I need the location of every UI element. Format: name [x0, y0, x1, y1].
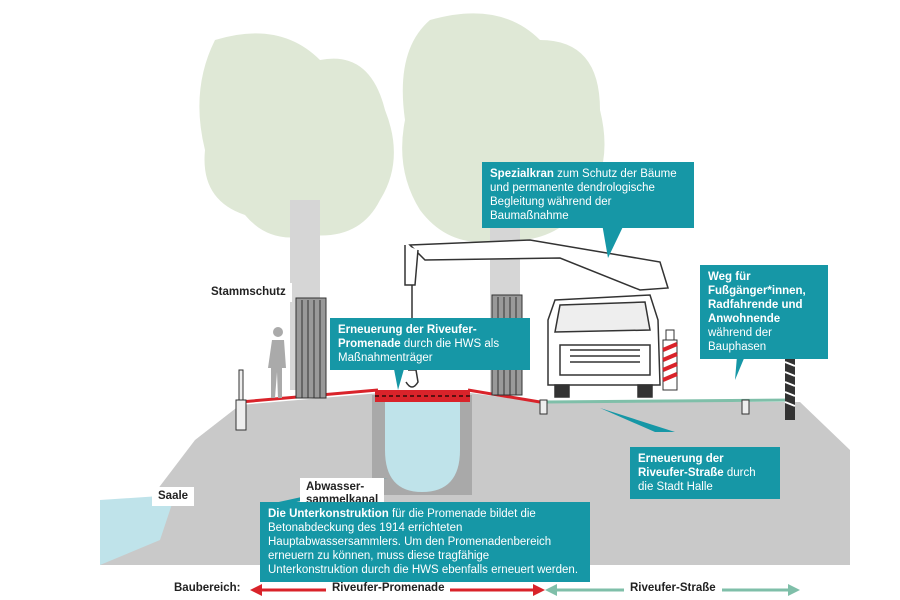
- saale-water: [100, 495, 175, 565]
- warning-bollard: [662, 329, 678, 391]
- stammschutz-label: Stammschutz: [205, 283, 292, 302]
- abwasser-kanal: [372, 390, 472, 495]
- person: [268, 327, 286, 398]
- stammschutz-left: [295, 297, 327, 399]
- promenade-deck: [375, 390, 470, 402]
- promenade-callout: Erneuerung der Riveufer-Promenade durch …: [330, 318, 530, 370]
- strasse-callout: Erneuerung der Riveufer-Straße durch die…: [630, 447, 780, 499]
- legend-title: Baubereich:: [174, 582, 241, 594]
- saale-label: Saale: [152, 487, 195, 506]
- truck: [547, 294, 661, 398]
- unterkonstruktion-callout: Die Unterkonstruktion für die Promenade …: [260, 502, 590, 582]
- street-line: [544, 398, 796, 404]
- weg-callout: Weg für Fußgänger*innen, Radfahrende und…: [700, 265, 828, 359]
- kran-callout: Spezialkran zum Schutz der Bäume und per…: [482, 162, 694, 228]
- strasse-pointer: [600, 408, 675, 432]
- legend-strasse: Riveufer-Straße: [624, 582, 722, 594]
- crane: [404, 239, 669, 388]
- legend-promenade: Riveufer-Promenade: [326, 582, 451, 594]
